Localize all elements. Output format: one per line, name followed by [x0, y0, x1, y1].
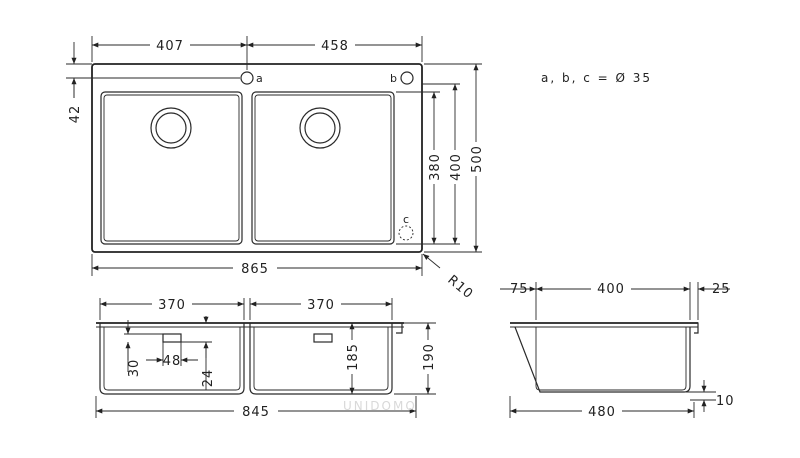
dim-overflow-width: 48	[163, 354, 182, 369]
hole-b-icon	[400, 71, 414, 85]
dim-width-total: 865	[241, 262, 269, 277]
dim-side-base: 10	[716, 394, 735, 409]
right-bowl-front	[249, 323, 393, 395]
dim-side-bowl-length: 400	[597, 282, 625, 297]
dim-side-total: 480	[588, 405, 616, 420]
overflow-right-icon	[313, 333, 333, 343]
sink-outline-top	[91, 63, 423, 253]
dim-bowl-left: 370	[158, 298, 186, 313]
dim-height-bowl: 380	[428, 153, 443, 181]
hole-a-label: a	[256, 72, 263, 85]
dim-height-inner: 400	[449, 153, 464, 181]
dim-bowl-depth: 185	[346, 343, 361, 371]
dim-height-total: 500	[470, 145, 485, 173]
top-view: a b c 407 458 42 380 400	[66, 36, 485, 302]
front-view: 370 370 30 48 24 185 190 845	[95, 297, 437, 420]
dim-radius: R10	[444, 273, 476, 303]
hole-b-label: b	[390, 72, 397, 85]
dim-width-right: 458	[321, 39, 349, 54]
dim-width-left: 407	[156, 39, 184, 54]
drain-right-icon	[299, 107, 341, 149]
left-bowl-top	[100, 91, 243, 245]
hole-a-icon	[240, 71, 254, 85]
left-bowl-front	[99, 323, 245, 395]
hole-c-icon	[398, 225, 414, 241]
overflow-left-icon	[162, 333, 182, 343]
hole-legend: a, b, c = Ø 35	[541, 71, 652, 85]
dim-front-total: 845	[242, 405, 270, 420]
dim-bowl-right: 370	[307, 298, 335, 313]
hole-c-label: c	[403, 213, 409, 226]
side-view: 75 400 25 10 480	[500, 282, 735, 420]
watermark: UNIDOMO	[343, 399, 417, 413]
dim-total-depth: 190	[422, 343, 437, 371]
right-bowl-top	[251, 91, 395, 245]
dim-offset-top: 42	[68, 105, 83, 124]
dim-side-left-offset: 75	[510, 282, 529, 297]
sink-profile-side	[514, 326, 691, 393]
dim-side-right-offset: 25	[712, 282, 731, 297]
dim-overflow-height: 30	[127, 359, 142, 378]
dim-overflow-offset: 24	[201, 369, 216, 388]
drain-left-icon	[150, 107, 192, 149]
